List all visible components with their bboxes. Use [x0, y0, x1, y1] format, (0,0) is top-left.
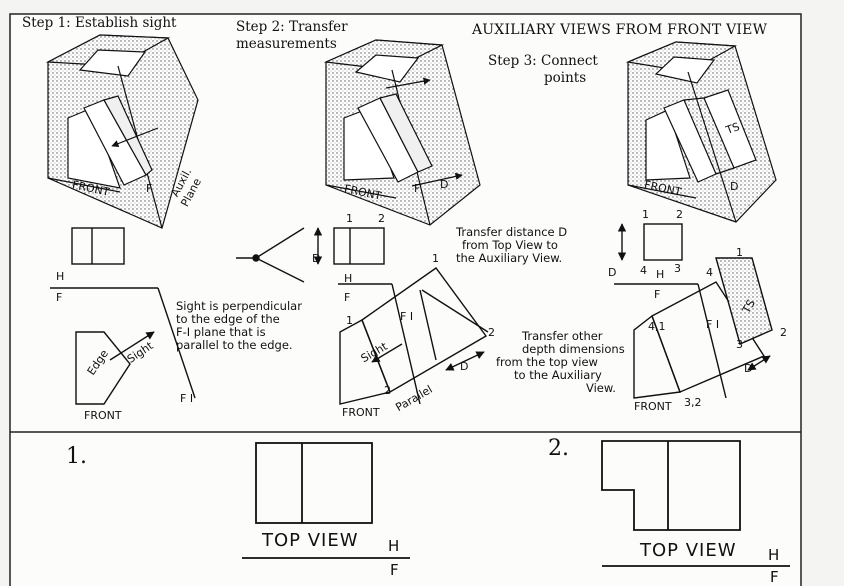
step1-heading: Step 1: Establish sight — [22, 15, 177, 31]
step3-heading-line1: Step 3: Connect — [488, 53, 598, 69]
problem1-top-view-caption: TOP VIEW — [262, 530, 359, 551]
step2-front-ortho-label: FRONT — [342, 406, 380, 419]
sight-note-line4: parallel to the edge. — [176, 338, 293, 352]
step1-orthographic — [50, 227, 196, 405]
other-note-line1: Transfer other — [522, 329, 603, 343]
sight-note-line1: Sight is perpendicular — [176, 299, 302, 313]
other-note-line5: View. — [586, 381, 616, 395]
step3-orthographic — [614, 223, 773, 399]
step2-heading-line1: Step 2: Transfer — [236, 19, 348, 35]
sight-note-line2: to the edge of the — [176, 312, 280, 326]
step3-pictorial — [625, 41, 777, 223]
step1-h-label: H — [56, 270, 65, 283]
step2-pict-d-label: D — [440, 178, 449, 191]
step3-p4-top: 4 — [640, 264, 647, 277]
step3-heading-line2: points — [544, 70, 587, 86]
step2-pict-f-label: F — [414, 182, 421, 195]
step3-d-label: D — [744, 362, 753, 375]
step2-fi-label: F I — [400, 310, 414, 323]
problem2-graphics — [601, 440, 790, 567]
step3-p2-aux: 2 — [780, 326, 787, 339]
problem2-number: 2. — [548, 436, 569, 461]
step1-pict-f-label: F — [146, 182, 153, 195]
step2-p1-aux: 1 — [346, 314, 353, 327]
step2-p1-edge: 1 — [432, 252, 439, 265]
page-title: AUXILIARY VIEWS FROM FRONT VIEW — [472, 22, 768, 38]
step3-p32-label: 3,2 — [684, 396, 702, 409]
step3-f-label: F — [654, 288, 661, 301]
other-note-line4: to the Auxiliary — [514, 368, 602, 382]
step2-d-label: D — [460, 360, 469, 373]
step3-p4-aux: 4 — [706, 266, 713, 279]
step3-p1-aux: 1 — [736, 246, 743, 259]
step1-front-ortho-label: FRONT — [84, 409, 122, 422]
problem1-f-label: F — [390, 561, 399, 579]
problem1-h-label: H — [388, 537, 400, 555]
step3-fi-label: F I — [706, 318, 720, 331]
transfer-note-line3: the Auxiliary View. — [456, 251, 563, 265]
problem2-h-label: H — [768, 546, 780, 564]
sight-note-line3: F-I plane that is — [176, 325, 266, 339]
step3-p2-top: 2 — [676, 208, 683, 221]
problem1-graphics — [242, 442, 410, 559]
step1-f-label: F — [56, 291, 63, 304]
step2-p2-front: 2 — [384, 384, 391, 397]
step3-p1-top: 1 — [642, 208, 649, 221]
step1-fi-label: F I — [180, 392, 194, 405]
step1-pictorial — [45, 34, 199, 229]
step3-p3-aux: 3 — [736, 338, 743, 351]
step3-pict-d-label: D — [730, 180, 739, 193]
step2-pictorial — [323, 39, 481, 226]
problem1-number: 1. — [66, 444, 87, 469]
step2-p2-top: 2 — [378, 212, 385, 225]
problem2-top-view-caption: TOP VIEW — [640, 540, 737, 561]
problem2-f-label: F — [770, 568, 779, 586]
transfer-note-line1: Transfer distance D — [456, 225, 568, 239]
other-note-line3: from the top view — [496, 355, 598, 369]
step2-p1-top: 1 — [346, 212, 353, 225]
step2-heading-line2: measurements — [236, 36, 337, 52]
step2-p2-edge: 2 — [488, 326, 495, 339]
step2-orthographic — [236, 227, 489, 405]
step2-f-label: F — [344, 291, 351, 304]
step3-d-dim-label: D — [608, 266, 617, 279]
other-note-line2: depth dimensions — [522, 342, 625, 356]
step3-front-ortho-label: FRONT — [634, 400, 672, 413]
step3-h-label: H — [656, 268, 665, 281]
step3-p3-top: 3 — [674, 262, 681, 275]
step3-p41-label: 4,1 — [648, 320, 666, 333]
step2-h-label: H — [344, 272, 353, 285]
transfer-note-line2: from Top View to — [462, 238, 558, 252]
step2-d-dim-label: D — [312, 252, 321, 265]
